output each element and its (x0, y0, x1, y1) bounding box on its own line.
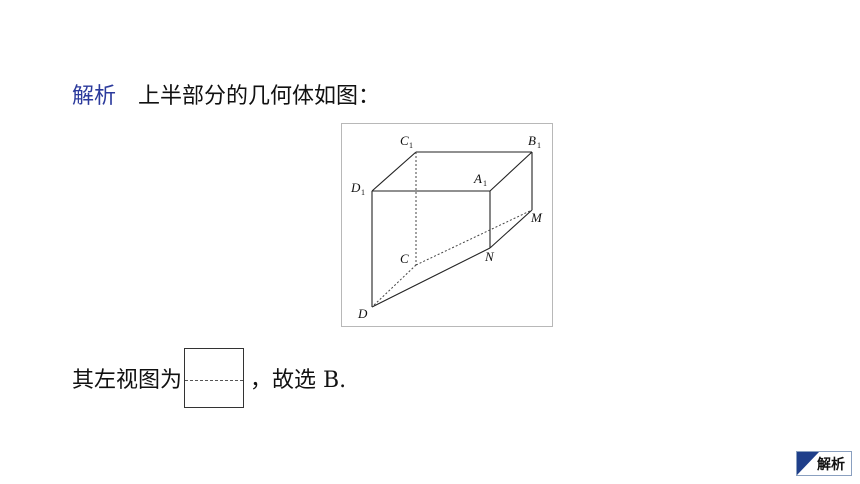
side-view-diagram (184, 348, 245, 408)
hidden-line (185, 380, 244, 381)
label-a1: A (473, 171, 482, 186)
label-b1-sub: 1 (537, 141, 541, 150)
label-c1: C (400, 133, 409, 148)
prism-diagram: C 1 B 1 D 1 A 1 M N C D (350, 133, 543, 321)
label-d: D (357, 306, 368, 321)
hidden-edge-c-m (415, 209, 533, 266)
label-c1-sub: 1 (409, 141, 413, 150)
answer-line: 其左视图为 ，故选 B. (72, 348, 346, 408)
analysis-text: 上半部分的几何体如图： (138, 84, 381, 109)
label-n: N (484, 249, 495, 264)
edge-n-m (489, 209, 533, 249)
edge-d-n (371, 247, 491, 308)
label-c: C (400, 251, 409, 266)
corner-triangle-icon (797, 452, 819, 475)
edge-b1-a1 (489, 151, 533, 192)
label-a1-sub: 1 (483, 179, 487, 188)
analysis-button[interactable]: 解析 (796, 451, 852, 476)
analysis-label: 解析 (72, 84, 117, 109)
label-m: M (530, 210, 543, 225)
label-b1: B (528, 133, 536, 148)
answer-text-after: ，故选 B. (250, 368, 347, 393)
analysis-line: 解析上半部分的几何体如图： (72, 78, 380, 110)
analysis-button-label: 解析 (817, 457, 845, 473)
label-d1-sub: 1 (361, 188, 365, 197)
answer-text-before: 其左视图为 (72, 368, 183, 393)
geometry-figure: C 1 B 1 D 1 A 1 M N C D (341, 123, 553, 327)
hidden-edge-c-d (371, 264, 417, 308)
label-d1: D (350, 180, 361, 195)
edge-c1-d1 (371, 151, 417, 192)
